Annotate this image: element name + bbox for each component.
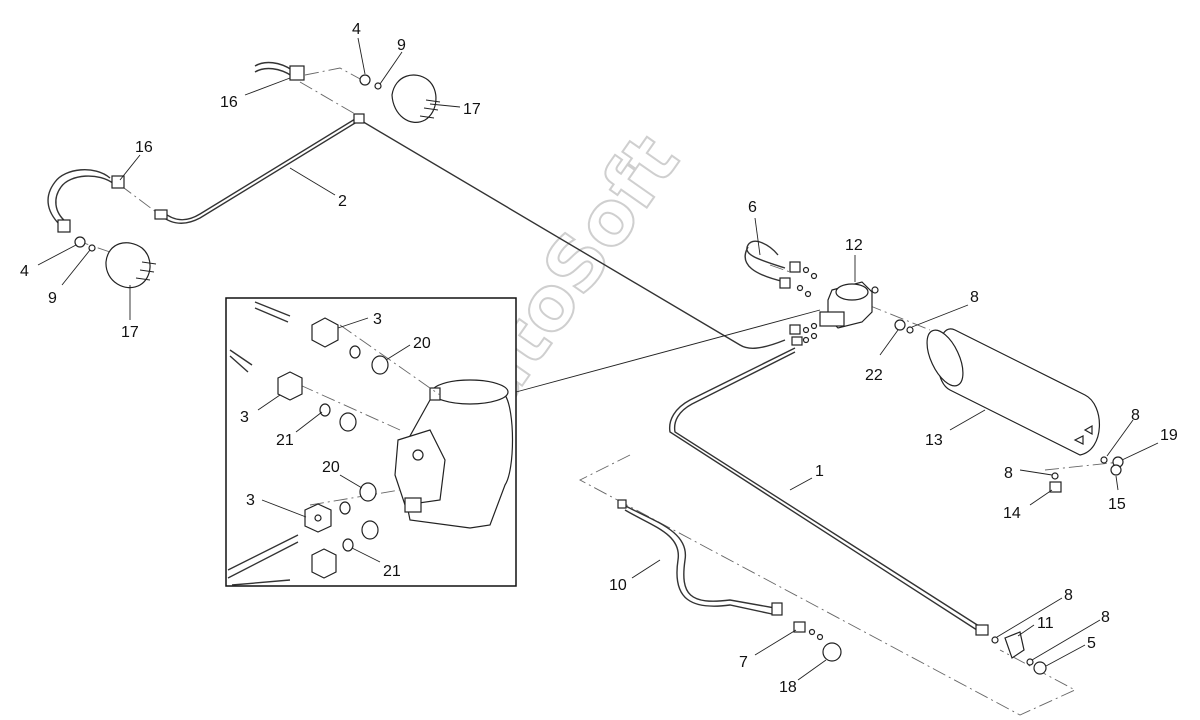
pipe-2-fitting-left — [154, 209, 168, 220]
nut-4-top — [359, 74, 371, 86]
fitting-valve-b — [791, 336, 803, 346]
hose-6-end-b — [779, 277, 791, 289]
plug-5 — [1033, 661, 1047, 675]
callout-11: 11 — [1037, 615, 1054, 632]
valve-12 — [819, 281, 879, 329]
fitting-7 — [793, 621, 806, 633]
detail-callout-20-b: 20 — [322, 459, 340, 476]
nut-3-b — [277, 371, 303, 401]
hose-6-end-a — [789, 261, 801, 273]
seal-6-d — [804, 290, 812, 298]
o-ring-20-a — [371, 355, 389, 375]
nut-3-d — [311, 548, 337, 579]
callout-1: 1 — [815, 463, 824, 480]
callout-13: 13 — [925, 432, 943, 449]
brake-chamber-17-left — [105, 242, 157, 289]
o-ring-20-d — [361, 520, 379, 540]
air-tank-13 — [926, 328, 1100, 456]
callout-4-left: 4 — [20, 263, 29, 280]
callout-10: 10 — [609, 577, 627, 594]
hose-16-top-end — [289, 65, 305, 81]
seal-6-a — [802, 266, 810, 274]
callout-labels: 4 9 16 17 16 2 4 9 17 6 12 8 22 13 8 19 … — [20, 21, 1178, 696]
seal-7-b — [816, 633, 824, 641]
detail-callout-20-a: 20 — [413, 335, 431, 352]
seal-6-b — [810, 272, 818, 280]
seal-6-c — [796, 284, 804, 292]
seal-7-a — [808, 628, 816, 636]
hose-10-end-a — [617, 499, 627, 509]
fitting-14 — [1049, 481, 1062, 493]
detail-callout-3-c: 3 — [246, 492, 255, 509]
washer-8-11 — [991, 636, 999, 644]
callout-18: 18 — [779, 679, 797, 696]
washer-21-b — [319, 403, 331, 417]
callout-14: 14 — [1003, 505, 1021, 522]
callout-15: 15 — [1108, 496, 1126, 513]
detail-callout-3-b: 3 — [240, 409, 249, 426]
callout-4-top: 4 — [352, 21, 361, 38]
hose-16-left — [47, 169, 115, 226]
callout-12: 12 — [845, 237, 863, 254]
callout-8-a: 8 — [970, 289, 979, 306]
o-ring-20-c — [359, 482, 377, 502]
cap-18 — [822, 642, 842, 662]
pipe-2-fitting-top — [353, 113, 365, 124]
washer-8-tank-b — [1100, 456, 1108, 464]
callout-9-top: 9 — [397, 37, 406, 54]
washer-9-left — [88, 244, 96, 252]
o-ring-20-b — [339, 412, 357, 432]
callout-17-left: 17 — [121, 324, 139, 341]
callout-16-top: 16 — [220, 94, 238, 111]
nut-4-left — [74, 236, 86, 248]
pipe-1-fitting — [975, 624, 989, 636]
callout-8-c: 8 — [1004, 465, 1013, 482]
hose-10-end-b — [771, 602, 783, 616]
callout-6: 6 — [748, 199, 757, 216]
fitting-11 — [1004, 631, 1025, 659]
detail-callout-21-b: 21 — [383, 563, 401, 580]
detail-callout-21-a: 21 — [276, 432, 294, 449]
washer-8-5 — [1026, 658, 1034, 666]
fitting-22 — [894, 319, 906, 331]
drain-valve-15 — [1110, 464, 1122, 476]
callout-2: 2 — [338, 193, 347, 210]
hose-16-top — [254, 61, 293, 77]
callout-5: 5 — [1087, 635, 1096, 652]
brake-chamber-17-top — [391, 74, 441, 123]
washer-21-c — [339, 501, 351, 515]
washer-21-a — [349, 345, 361, 359]
hose-16-left-end-b — [57, 219, 71, 233]
detail-inset — [225, 297, 821, 587]
seal-valve-d — [810, 332, 818, 340]
detail-callout-3-a: 3 — [373, 311, 382, 328]
seal-valve-a — [802, 326, 810, 334]
nut-3-a — [311, 317, 339, 348]
nut-3-c — [304, 503, 332, 533]
callout-19: 19 — [1160, 427, 1178, 444]
callout-17-top: 17 — [463, 101, 481, 118]
callout-9-left: 9 — [48, 290, 57, 307]
callout-16-left: 16 — [135, 139, 153, 156]
fitting-valve-a — [789, 324, 801, 335]
callout-8-e: 8 — [1101, 609, 1110, 626]
callout-8-d: 8 — [1064, 587, 1073, 604]
washer-8-tank — [906, 326, 914, 334]
hose-6 — [744, 240, 786, 283]
seal-valve-c — [810, 322, 818, 330]
washer-21-d — [342, 538, 354, 552]
hose-10 — [621, 503, 776, 615]
pipe-1 — [668, 347, 981, 633]
washer-8-tank-c — [1051, 472, 1059, 480]
washer-9-top — [374, 82, 382, 90]
leader-lines — [37, 37, 1159, 681]
callout-7: 7 — [739, 654, 748, 671]
callout-8-b: 8 — [1131, 407, 1140, 424]
callout-22: 22 — [865, 367, 883, 384]
seal-valve-b — [802, 336, 810, 344]
